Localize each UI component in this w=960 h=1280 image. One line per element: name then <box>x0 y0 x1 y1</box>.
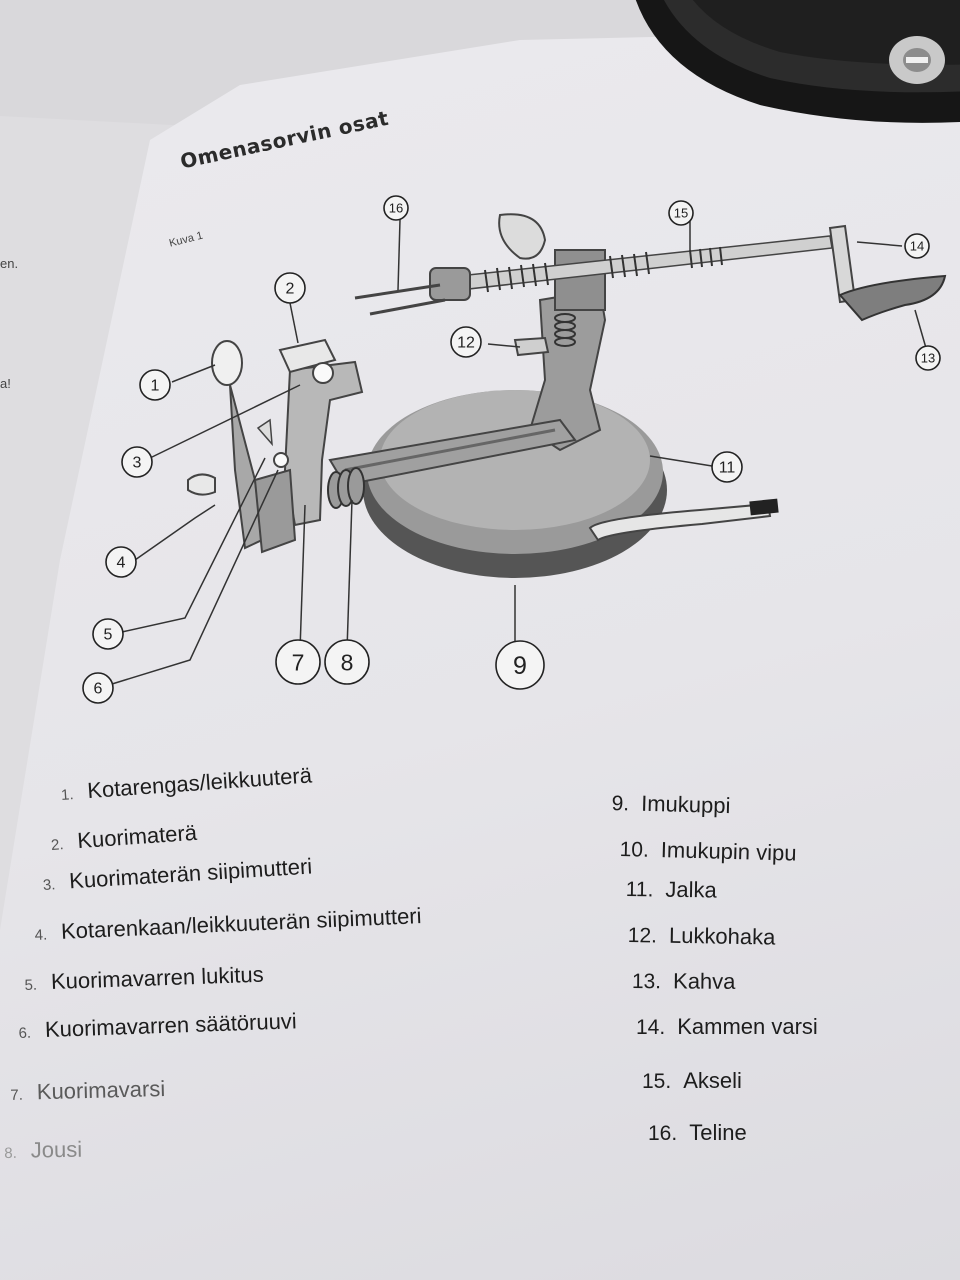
callout-13: 13 <box>915 345 941 371</box>
part-label: Kotarengas/leikkuuterä <box>86 762 313 804</box>
callout-5: 5 <box>92 618 124 650</box>
part-item: 3. Kuorimaterän siipimutteri <box>42 854 313 896</box>
callout-number: 5 <box>104 627 113 644</box>
callout-number: 16 <box>389 201 403 216</box>
callout-8: 8 <box>324 639 370 685</box>
part-item: 6. Kuorimavarren säätöruuvi <box>18 1008 297 1044</box>
spring-drawing <box>554 313 576 347</box>
callout-number: 11 <box>719 460 736 477</box>
callout-11: 11 <box>711 451 743 483</box>
callout-number: 2 <box>286 281 295 298</box>
callout-9: 9 <box>495 640 545 690</box>
callout-2: 2 <box>274 272 306 304</box>
part-label: Imukuppi <box>640 790 731 819</box>
part-item: 11. Jalka <box>626 876 717 904</box>
callout-number: 12 <box>457 335 475 352</box>
part-number: 14. <box>636 1016 666 1039</box>
part-item: 16. Teline <box>648 1120 747 1146</box>
part-number: 12. <box>627 923 658 948</box>
part-number: 13. <box>631 969 662 994</box>
part-item: 2. Kuorimaterä <box>50 820 198 856</box>
callout-number: 6 <box>94 681 103 698</box>
frame-drawing <box>328 249 607 487</box>
part-label: Jousi <box>30 1136 83 1163</box>
callout-number: 1 <box>151 378 160 395</box>
part-label: Kuorimavarren lukitus <box>50 961 264 995</box>
part-number: 1. <box>60 786 75 804</box>
callout-number: 7 <box>292 649 305 675</box>
suction-lever-drawing <box>588 502 772 542</box>
part-item: 14. Kammen varsi <box>636 1014 818 1040</box>
part-item: 7. Kuorimavarsi <box>10 1076 166 1106</box>
appliance-base <box>635 0 960 123</box>
part-label: Teline <box>689 1120 747 1145</box>
part-label: Kotarenkaan/leikkuuterän siipimutteri <box>60 903 422 944</box>
part-number: 7. <box>10 1086 24 1104</box>
part-number: 16. <box>648 1122 678 1145</box>
shaft-drawing <box>354 235 833 316</box>
callout-14: 14 <box>904 233 930 259</box>
crank-drawing <box>828 224 947 322</box>
callout-number: 4 <box>117 555 126 572</box>
part-number: 3. <box>42 876 56 894</box>
callout-3: 3 <box>121 446 153 478</box>
blade-drawing <box>498 213 547 260</box>
part-label: Jalka <box>665 876 717 903</box>
part-label: Kuorimaterän siipimutteri <box>68 853 313 894</box>
part-number: 8. <box>4 1144 17 1162</box>
part-item: 4. Kotarenkaan/leikkuuterän siipimutteri <box>34 903 422 946</box>
part-number: 15. <box>642 1070 672 1093</box>
callout-number: 13 <box>921 351 935 366</box>
part-number: 10. <box>619 837 650 862</box>
part-item: 13. Kahva <box>632 968 736 995</box>
callout-4: 4 <box>105 546 137 578</box>
part-label: Kuorimavarsi <box>36 1075 166 1105</box>
part-item: 15. Akseli <box>642 1068 742 1094</box>
callout-number: 15 <box>674 206 688 221</box>
part-number: 2. <box>50 836 65 854</box>
part-label: Kammen varsi <box>677 1014 818 1039</box>
part-number: 5. <box>24 976 38 994</box>
left-page-fragment: en. <box>0 256 19 271</box>
screw-icon <box>889 36 945 84</box>
part-number: 4. <box>34 926 48 944</box>
callout-number: 8 <box>341 649 354 675</box>
callout-number: 3 <box>133 455 142 472</box>
part-item: 8. Jousi <box>4 1137 82 1164</box>
callout-number: 14 <box>910 239 924 254</box>
leader-lines <box>111 218 929 685</box>
part-number: 6. <box>18 1024 32 1042</box>
callout-1: 1 <box>139 369 171 401</box>
part-label: Kuorimavarren säätöruuvi <box>44 1008 298 1043</box>
part-item: 10. Imukupin vipu <box>619 836 797 867</box>
coring-ring-drawing <box>187 340 297 554</box>
callout-6: 6 <box>82 672 114 704</box>
callout-15: 15 <box>668 200 694 226</box>
part-number: 9. <box>611 791 630 816</box>
callout-7: 7 <box>275 639 321 685</box>
callout-number: 9 <box>513 652 527 680</box>
part-item: 5. Kuorimavarren lukitus <box>24 962 264 996</box>
part-label: Imukupin vipu <box>660 837 797 866</box>
part-label: Kahva <box>672 968 736 994</box>
part-label: Kuorimaterä <box>76 819 198 854</box>
left-page-fragment: a! <box>0 376 11 391</box>
part-label: Akseli <box>683 1068 742 1093</box>
part-number: 11. <box>625 877 654 902</box>
part-item: 12. Lukkohaka <box>628 922 776 951</box>
peeler-arm-drawing <box>278 338 365 527</box>
part-label: Lukkohaka <box>668 922 776 950</box>
part-item: 1. Kotarengas/leikkuuterä <box>60 762 313 805</box>
part-item: 9. Imukuppi <box>611 790 730 819</box>
callout-16: 16 <box>383 195 409 221</box>
callout-12: 12 <box>450 326 482 358</box>
